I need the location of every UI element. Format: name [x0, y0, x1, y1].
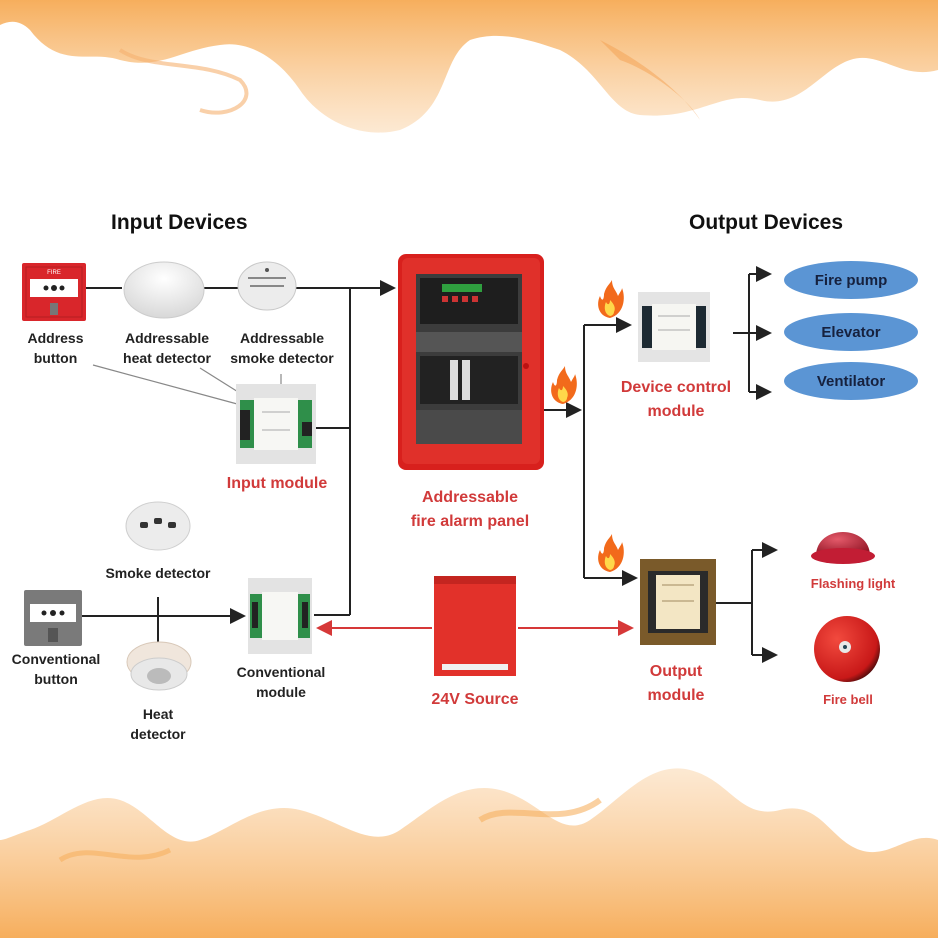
fire-icon-panel: [551, 366, 577, 404]
address-button-icon: FIRE: [22, 263, 86, 321]
conv-module-label: Conventional module: [236, 664, 326, 700]
device-control-module-icon: [638, 292, 710, 362]
conv-button-icon: [24, 590, 82, 646]
smoke-detector-label: Addressable smoke detector: [230, 330, 334, 366]
conv-smoke-detector-label: Smoke detector: [105, 565, 211, 581]
elevator-node: Elevator: [784, 313, 918, 351]
flashing-light-label: Flashing light: [810, 576, 896, 591]
device-control-module-label: Device control module: [620, 379, 732, 420]
conv-heat-detector-label: Heat detector: [130, 706, 186, 742]
output-module-label: Output module: [647, 663, 705, 704]
smoke-detector-icon: [237, 261, 297, 311]
conv-module-icon: [248, 578, 312, 654]
output-devices-heading: Output Devices: [689, 211, 844, 234]
leader-address-button: [92, 364, 253, 409]
svg-text:FIRE: FIRE: [47, 270, 61, 276]
output-module-icon: [640, 559, 716, 645]
fire-alarm-panel-label: Addressable fire alarm panel: [410, 489, 530, 530]
fire-icon-dcm: [598, 280, 624, 318]
fire-bell-icon: [814, 616, 880, 682]
fire-alarm-panel-icon: [398, 254, 544, 470]
input-devices-heading: Input Devices: [111, 211, 248, 234]
power-supply-label: 24V Source: [431, 691, 519, 708]
conv-smoke-detector-icon: [125, 501, 191, 551]
input-module-label: Input module: [226, 475, 328, 492]
flashing-light-icon: [811, 532, 875, 564]
ventilator-node: Ventilator: [784, 362, 918, 400]
conv-heat-detector-icon: [126, 641, 192, 691]
input-module-icon: [236, 384, 316, 464]
heat-detector-label: Addressable heat detector: [123, 330, 211, 366]
fire-pump-node: Fire pump: [784, 261, 918, 299]
power-supply-icon: [434, 576, 516, 676]
conv-button-label: Conventional button: [11, 651, 101, 687]
fire-bell-label: Fire bell: [823, 692, 873, 707]
heat-detector-icon: [123, 261, 205, 319]
fire-icon-output-module: [598, 534, 624, 572]
address-button-label: Address button: [27, 330, 84, 366]
